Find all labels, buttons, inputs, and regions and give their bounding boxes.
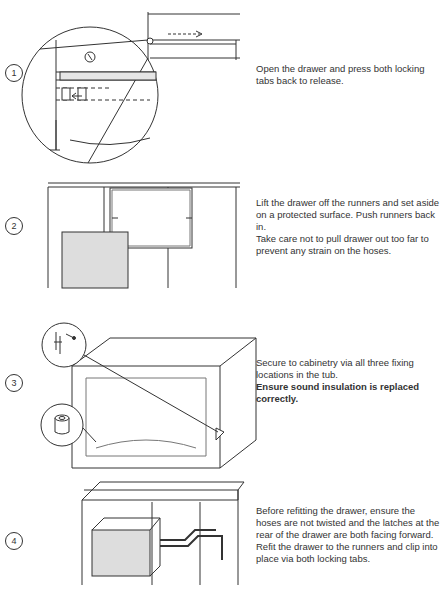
step-number-circle: 3 bbox=[5, 374, 23, 392]
instruction-text: Lift the drawer off the runners and set … bbox=[256, 197, 442, 233]
step-number-circle: 1 bbox=[5, 64, 23, 82]
illustration-stroke bbox=[72, 93, 82, 99]
illustration-stroke bbox=[73, 337, 76, 340]
illustration-stroke bbox=[54, 332, 74, 354]
instruction-text: Secure to cabinetry via all three fixing… bbox=[256, 357, 442, 381]
illustration-stroke bbox=[92, 530, 150, 576]
illustration-stroke bbox=[78, 88, 86, 100]
illustration-stroke bbox=[56, 40, 156, 150]
illustration-stroke bbox=[160, 530, 222, 560]
instruction-text: Take care not to pull drawer out too far… bbox=[256, 233, 442, 257]
instruction-text: Open the drawer and press both locking t… bbox=[256, 63, 442, 87]
illustration-stroke bbox=[216, 428, 224, 440]
illustration-stroke bbox=[72, 366, 220, 468]
illustration-stroke bbox=[152, 502, 200, 585]
instruction-text: Ensure sound insulation is replaced corr… bbox=[256, 381, 442, 405]
illustration-stroke bbox=[59, 417, 65, 420]
illustration-stroke bbox=[168, 34, 200, 35]
illustration-stroke bbox=[112, 218, 192, 219]
illustration-stroke bbox=[88, 54, 92, 60]
illustration-stroke bbox=[22, 27, 158, 163]
illustration-stroke bbox=[60, 72, 156, 80]
step3-illustration bbox=[41, 323, 256, 468]
illustration-stroke bbox=[83, 428, 96, 442]
illustration-stroke bbox=[82, 482, 244, 500]
step-number-circle: 4 bbox=[5, 532, 23, 550]
step-number-circle: 2 bbox=[5, 217, 23, 235]
step2-illustration bbox=[48, 183, 240, 288]
illustration-stroke bbox=[86, 378, 206, 456]
illustration-stroke bbox=[41, 404, 83, 446]
illustration-stroke bbox=[42, 323, 86, 367]
illustration-stroke bbox=[147, 38, 153, 44]
step-number: 1 bbox=[11, 69, 16, 78]
illustration-stroke bbox=[62, 232, 128, 288]
illustration-stroke bbox=[50, 120, 60, 150]
step-number: 2 bbox=[11, 222, 16, 231]
step4-illustration bbox=[82, 482, 244, 585]
step-number: 4 bbox=[11, 537, 16, 546]
illustration-stroke bbox=[96, 440, 196, 448]
illustration-stroke bbox=[70, 138, 150, 145]
illustration-stroke bbox=[55, 415, 69, 421]
step1-illustration bbox=[22, 12, 240, 163]
illustration-stroke bbox=[82, 490, 238, 585]
illustration-stroke bbox=[48, 183, 240, 288]
instruction-text: Before refitting the drawer, ensure the … bbox=[256, 505, 442, 541]
illustration-stroke bbox=[85, 52, 95, 62]
illustration-stroke bbox=[92, 518, 160, 576]
illustration-stroke bbox=[62, 88, 70, 100]
instruction-text: Refit the drawer to the runners and clip… bbox=[256, 541, 442, 565]
illustration-stroke bbox=[196, 31, 202, 37]
illustration-stroke bbox=[84, 355, 218, 432]
step-number: 3 bbox=[11, 379, 16, 388]
illustration-stroke bbox=[72, 338, 256, 468]
illustration-stroke bbox=[148, 12, 240, 60]
